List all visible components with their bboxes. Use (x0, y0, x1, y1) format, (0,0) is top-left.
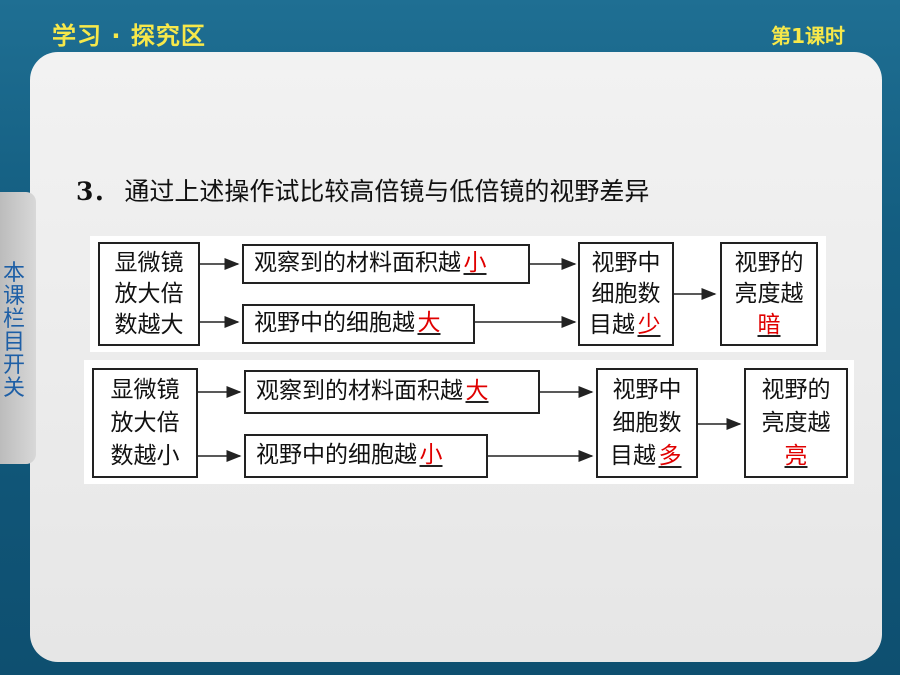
diagram-high-arrows (200, 258, 717, 328)
high-brightness-line-1: 视野的 (734, 250, 804, 276)
content-panel (30, 52, 882, 662)
high-start-box: 显微镜 放大倍 数越大 (98, 242, 200, 346)
high-start-line-3: 数越大 (114, 312, 184, 338)
high-cell-size-box: 视野中的细胞越大 (242, 304, 475, 344)
high-area-answer: 小 (463, 250, 487, 276)
low-brightness-answer: 亮 (784, 443, 808, 469)
high-start-line-2: 放大倍 (114, 281, 184, 307)
low-area-box: 观察到的材料面积越大 (244, 370, 540, 414)
low-area-answer: 大 (465, 378, 489, 404)
header-lesson-label: 第1课时 (771, 24, 845, 48)
diagram-high-magnification: 显微镜 放大倍 数越大 观察到的材料面积越小 视野中的细胞越大 视野中 细胞数 … (90, 236, 826, 352)
high-cell-count-prefix: 目越 (589, 312, 635, 338)
high-brightness-box: 视野的 亮度越 暗 (720, 242, 818, 346)
low-brightness-box: 视野的 亮度越 亮 (744, 368, 848, 478)
high-cell-size-answer: 大 (417, 310, 441, 336)
high-area-box: 观察到的材料面积越小 (242, 244, 530, 284)
low-start-line-2: 放大倍 (110, 410, 180, 436)
low-start-line-1: 显微镜 (110, 377, 180, 403)
low-start-line-3: 数越小 (110, 443, 180, 469)
high-start-line-1: 显微镜 (114, 250, 184, 276)
low-cell-count-answer: 多 (658, 443, 682, 469)
low-brightness-line-2: 亮度越 (761, 410, 831, 436)
side-tab-toggle[interactable] (0, 192, 36, 464)
low-brightness-line-1: 视野的 (761, 377, 831, 403)
question-text: 通过上述操作试比较高倍镜与低倍镜的视野差异 (124, 177, 650, 206)
low-cell-size-answer: 小 (419, 442, 443, 468)
high-area-prefix: 观察到的材料面积越 (254, 250, 461, 276)
low-cell-count-box: 视野中 细胞数 目越多 (596, 368, 698, 478)
high-cell-count-line-1: 视野中 (591, 250, 661, 276)
low-cell-count-line-2: 细胞数 (612, 410, 682, 436)
high-brightness-answer: 暗 (757, 312, 781, 338)
low-cell-size-box: 视野中的细胞越小 (244, 434, 488, 478)
high-cell-count-answer: 少 (637, 312, 661, 338)
low-area-prefix: 观察到的材料面积越 (256, 378, 463, 404)
high-cell-count-line-2: 细胞数 (591, 281, 661, 307)
header-section-title: 学习 · 探究区 (52, 22, 206, 50)
question: 3．通过上述操作试比较高倍镜与低倍镜的视野差异 (76, 172, 649, 208)
diagram-low-magnification: 显微镜 放大倍 数越小 观察到的材料面积越大 视野中的细胞越小 视野中 细胞数 … (84, 360, 854, 484)
side-tab-label[interactable]: 本课栏目开关 (2, 261, 25, 401)
low-cell-count-line-1: 视野中 (612, 377, 682, 403)
high-cell-count-box: 视野中 细胞数 目越少 (578, 242, 674, 346)
low-start-box: 显微镜 放大倍 数越小 (92, 368, 198, 478)
high-brightness-line-2: 亮度越 (734, 281, 804, 307)
diagram-low-arrows (198, 386, 742, 462)
question-number: 3． (76, 177, 119, 206)
low-cell-count-prefix: 目越 (610, 443, 656, 469)
high-cell-size-prefix: 视野中的细胞越 (254, 310, 415, 336)
low-cell-size-prefix: 视野中的细胞越 (256, 442, 417, 468)
